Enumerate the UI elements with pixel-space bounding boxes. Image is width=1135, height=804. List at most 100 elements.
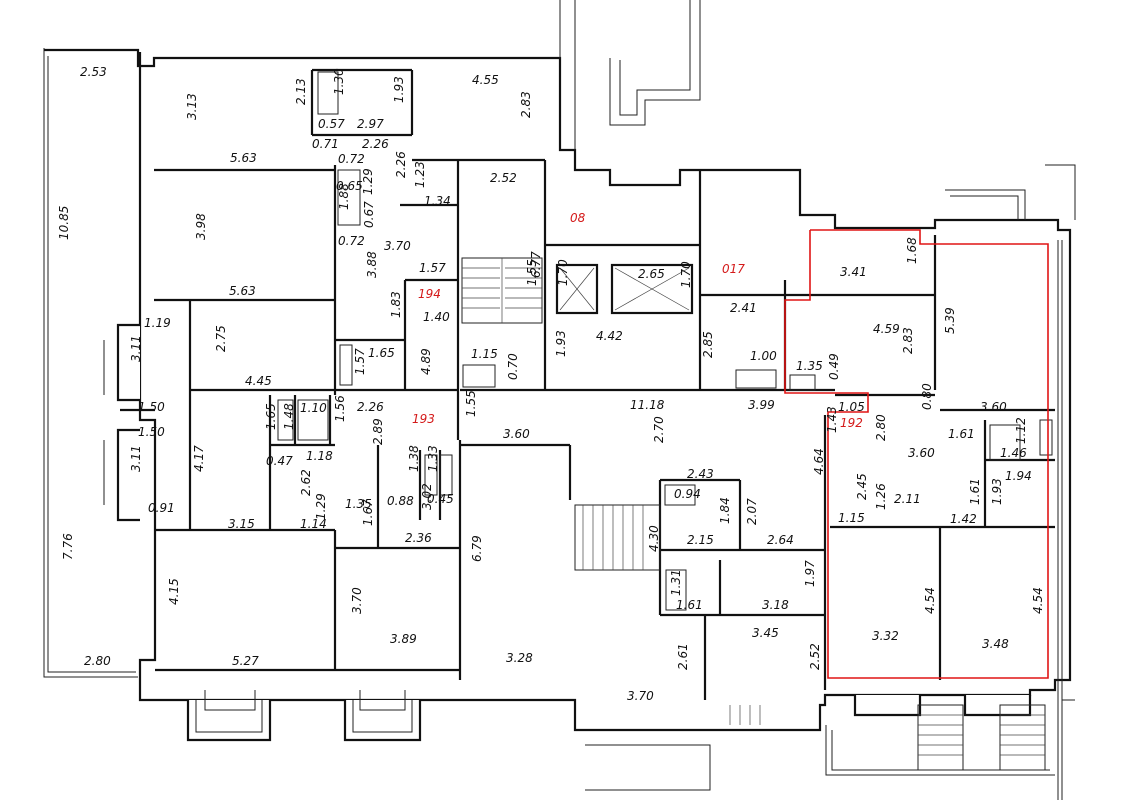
dimension-label: 4.54 — [923, 587, 937, 614]
dimension-label: 3.02 — [420, 483, 434, 510]
dimension-label: 1.68 — [905, 237, 919, 264]
room-number-label[interactable]: 017 — [722, 262, 745, 276]
dimension-label: 2.70 — [652, 416, 666, 443]
room-labels: 08 194 193 017 192 — [412, 211, 863, 430]
dimension-label: 3.99 — [748, 398, 775, 412]
dimension-label: 4.59 — [873, 322, 900, 336]
dimension-label: 2.36 — [405, 531, 432, 545]
dimension-label: 11.18 — [630, 398, 665, 412]
dimension-label: 2.80 — [84, 654, 111, 668]
dimension-label: 0.57 — [318, 117, 345, 131]
dimension-label: 3.70 — [350, 587, 364, 614]
dimension-label: 1.05 — [838, 400, 865, 414]
dimension-label: 2.80 — [874, 414, 888, 441]
dimension-label: 1.84 — [718, 497, 732, 524]
dimension-label: 2.83 — [519, 91, 533, 118]
dimension-label: 1.57 — [419, 261, 446, 275]
dimension-label: 2.43 — [687, 467, 714, 481]
dimension-label: 3.45 — [752, 626, 779, 640]
dimension-label: 1.15 — [838, 511, 865, 525]
dimension-label: 2.53 — [80, 65, 107, 79]
dimension-label: 4.55 — [472, 73, 499, 87]
side-window-bays — [103, 323, 140, 522]
interior-walls — [120, 68, 1055, 700]
dimension-label: 0.94 — [674, 487, 701, 501]
dimension-label: 2.26 — [394, 151, 408, 178]
dimension-label: 1.65 — [264, 403, 278, 430]
dimension-label: 1.61 — [948, 427, 975, 441]
dimension-label: 3.15 — [228, 517, 255, 531]
shafts — [277, 71, 1053, 611]
dimension-label: 2.61 — [676, 643, 690, 670]
dimension-label: 2.83 — [901, 327, 915, 354]
dimension-label: 0.49 — [827, 353, 841, 380]
dimension-label: 1.26 — [874, 483, 888, 510]
dimension-label: 1.15 — [471, 347, 498, 361]
dimension-label: 5.39 — [943, 307, 957, 334]
dimension-label: 1.65 — [368, 346, 395, 360]
dimension-label: 0.67 — [362, 201, 376, 228]
elevator-shafts — [555, 263, 694, 315]
dimension-label: 3.32 — [872, 629, 899, 643]
dimension-label: 1.29 — [361, 168, 375, 195]
dimension-label: 2.85 — [701, 331, 715, 358]
dimension-label: 1.93 — [554, 330, 568, 357]
dimension-label: 1.23 — [413, 161, 427, 188]
dimension-label: 1.43 — [825, 406, 839, 433]
dimension-label: 1.55 — [525, 259, 539, 286]
dimension-label: 2.64 — [767, 533, 794, 547]
dimension-label: 4.15 — [167, 578, 181, 605]
dimension-label: 3.60 — [980, 400, 1007, 414]
dimension-label: 1.70 — [556, 259, 570, 286]
dimension-label: 1.83 — [389, 291, 403, 318]
dimension-label: 0.65 — [336, 179, 363, 193]
dimension-label: 10.85 — [57, 206, 71, 240]
dimension-label: 1.48 — [282, 403, 296, 430]
dimension-label: 1.14 — [300, 517, 327, 531]
dimension-label: 1.57 — [353, 348, 367, 375]
dimension-label: 3.70 — [384, 239, 411, 253]
dimension-label: 1.70 — [679, 261, 693, 288]
room-number-label[interactable]: 08 — [570, 211, 586, 225]
dimension-label: 1.56 — [333, 395, 347, 422]
dimension-label: 1.10 — [300, 401, 327, 415]
room-number-label[interactable]: 193 — [412, 412, 435, 426]
dimension-label: 3.60 — [503, 427, 530, 441]
dimension-label: 6.77 — [529, 251, 543, 278]
dimension-label: 1.19 — [144, 316, 171, 330]
dimension-label: 5.63 — [229, 284, 256, 298]
dimension-label: 3.48 — [982, 637, 1009, 651]
dimension-label: 1.93 — [392, 76, 406, 103]
dimension-label: 1.00 — [750, 349, 777, 363]
dimension-label: 4.17 — [192, 445, 206, 472]
dimension-label: 3.28 — [506, 651, 533, 665]
room-number-label[interactable]: 194 — [418, 287, 441, 301]
dimension-label: 1.67 — [361, 499, 375, 526]
dimension-label: 3.18 — [762, 598, 789, 612]
selected-premises-outline — [784, 229, 1049, 679]
dimension-label: 2.62 — [299, 469, 313, 496]
dimension-label: 2.65 — [638, 267, 665, 281]
dimension-label: 1.94 — [1005, 469, 1032, 483]
room-number-label[interactable]: 192 — [840, 416, 863, 430]
dimension-label: 1.34 — [424, 194, 451, 208]
dimension-label: 4.42 — [596, 329, 623, 343]
dimension-label: 1.40 — [423, 310, 450, 324]
dimension-label: 0.72 — [338, 152, 365, 166]
dimension-label: 0.80 — [920, 383, 934, 410]
dimension-label: 1.93 — [990, 478, 1004, 505]
dimension-label: 2.52 — [490, 171, 517, 185]
dimension-label: 2.97 — [357, 117, 384, 131]
dimension-label: 3.13 — [185, 93, 199, 120]
dimension-label: 4.30 — [647, 525, 661, 552]
dimension-label: 2.52 — [808, 643, 822, 670]
dimension-label: 3.98 — [194, 213, 208, 240]
dimension-label: 2.13 — [294, 78, 308, 105]
bay-windows — [186, 690, 1055, 791]
dimension-label: 0.91 — [148, 501, 175, 515]
dimension-label: 1.18 — [306, 449, 333, 463]
dimension-label: 3.88 — [365, 251, 379, 278]
dimension-label: 1.29 — [314, 493, 328, 520]
dimension-label: 1.61 — [676, 598, 703, 612]
dimension-label: 1.30 — [332, 68, 346, 95]
